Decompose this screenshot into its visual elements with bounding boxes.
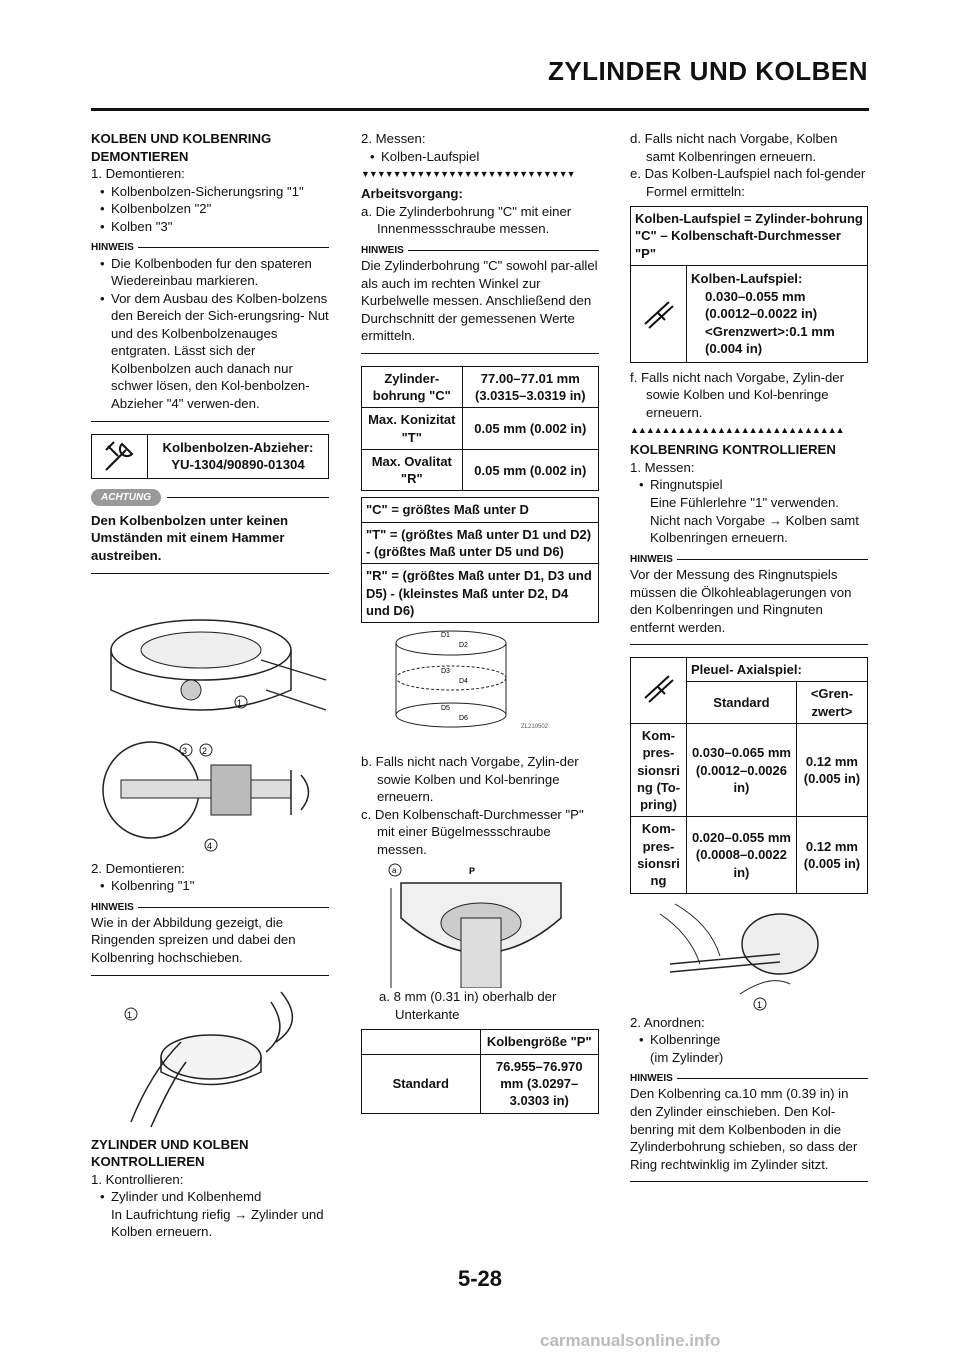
arbeitsvorgang: Arbeitsvorgang: [361, 186, 463, 202]
section-title: KOLBEN UND KOLBENRING DEMONTIEREN [91, 131, 272, 164]
note-header: HINWEIS [91, 241, 329, 254]
piston-ring-figure: 1 [124, 991, 294, 1127]
tool-name: Kolbenbolzen-Abzieher: [162, 439, 314, 455]
bullet: Kolben-Laufspiel [361, 148, 599, 166]
bullet: Kolbenring "1" [91, 877, 329, 895]
bullet: Zylinder und Kolbenhemd [91, 1188, 329, 1206]
note-bullet: Die Kolbenboden fur den spateren Wiedere… [91, 255, 329, 290]
bullet: Kolben "3" [91, 218, 329, 236]
step: 1. Kontrollieren: [91, 1171, 184, 1187]
wrench-icon [92, 434, 148, 478]
svg-text:4: 4 [207, 841, 212, 851]
svg-text:1: 1 [757, 1000, 762, 1010]
feeler-gauge-figure: 1 [659, 903, 819, 1011]
tool-box: Kolbenbolzen-Abzieher: YU-1304/90890-013… [91, 433, 329, 479]
svg-text:2: 2 [202, 746, 207, 756]
note-header: HINWEIS [630, 1072, 868, 1085]
bullet: Ringnutspiel [630, 476, 868, 494]
header-rule [91, 108, 869, 111]
bullet: Kolbenringe [630, 1031, 868, 1049]
step-c: c. Den Kolbenschaft-Durchmesser "P" mit … [361, 806, 584, 857]
svg-text:D2: D2 [459, 642, 468, 649]
column-3: d. Falls nicht nach Vorgabe, Kolben samt… [630, 130, 869, 1188]
step-b: b. Falls nicht nach Vorgabe, Zylin-der s… [361, 754, 579, 805]
step-f: f. Falls nicht nach Vorgabe, Zylin-der s… [630, 369, 845, 420]
note-bullet: Vor dem Ausbau des Kolben-bolzens den Be… [91, 290, 329, 413]
watermark: carmanualsonline.info [540, 1331, 721, 1350]
section-title: KOLBENRING KONTROLLIEREN [630, 442, 836, 458]
note-header: HINWEIS [630, 553, 868, 566]
svg-text:D3: D3 [441, 668, 450, 675]
spec-box: Kolben-Laufspiel: 0.030–0.055 mm (0.0012… [630, 266, 868, 363]
note-text: Den Kolbenring ca.10 mm (0.39 in) in den… [630, 1086, 858, 1172]
svg-text:3: 3 [182, 746, 187, 756]
step: 1. Messen: [630, 459, 695, 475]
formula-box: Kolben-Laufspiel = Zylinder-bohrung "C" … [630, 206, 868, 267]
column-2: 2. Messen: Kolben-Laufspiel ▼▼▼▼▼▼▼▼▼▼▼▼… [361, 130, 600, 1114]
bullet-text: In Laufrichtung riefig → Zylinder und Ko… [111, 1206, 324, 1240]
bullet: Kolbenbolzen-Sicherungsring "1" [91, 183, 329, 201]
step: 2. Messen: [361, 131, 426, 146]
step: 1. Demontieren: [91, 166, 185, 182]
triangles-up: ▲▲▲▲▲▲▲▲▲▲▲▲▲▲▲▲▲▲▲▲▲▲▲▲▲▲▲ [630, 425, 845, 436]
note-header: HINWEIS [361, 244, 599, 257]
micrometer-figure: a P [388, 863, 562, 989]
caliper-icon [631, 266, 687, 362]
svg-text:D6: D6 [459, 715, 468, 722]
achtung-text: Den Kolbenbolzen unter keinen Umständen … [91, 512, 289, 563]
page-number: 5-28 [457, 1266, 503, 1291]
svg-text:1: 1 [127, 1010, 132, 1020]
bullet-text: Eine Fühlerlehre "1" verwenden. Nicht na… [650, 495, 859, 546]
ring-clearance-table: Pleuel- Axialspiel: Standard<Gren-zwert>… [630, 657, 869, 894]
svg-text:ZL210502: ZL210502 [521, 724, 549, 730]
bullet: Kolbenbolzen "2" [91, 200, 329, 218]
figure-caption: a. 8 mm (0.31 in) oberhalb der Unterkant… [379, 989, 557, 1022]
svg-text:a: a [392, 866, 397, 875]
step-a: a. Die Zylinderbohrung "C" mit einer Inn… [361, 203, 572, 237]
step: 2. Anordnen: [630, 1014, 705, 1030]
piston-removal-figure: 1 3 2 4 [102, 618, 327, 852]
spec-title: Kolben-Laufspiel: [691, 271, 803, 287]
caliper-icon [630, 657, 687, 724]
step-d: d. Falls nicht nach Vorgabe, Kolben samt… [630, 131, 838, 164]
note-text: Vor der Messung des Ringnutspiels müssen… [630, 566, 852, 635]
step: 2. Demontieren: [91, 860, 185, 876]
svg-text:1: 1 [237, 698, 242, 708]
bullet-text: (im Zylinder) [650, 1049, 724, 1065]
section-title: ZYLINDER UND KOLBEN KONTROLLIEREN [91, 1136, 249, 1170]
note-header: HINWEIS [91, 901, 329, 914]
note-text: Wie in der Abbildung gezeigt, die Ringen… [91, 914, 296, 966]
svg-text:D5: D5 [441, 705, 450, 712]
tool-number: YU-1304/90890-01304 [171, 457, 305, 473]
page-title: ZYLINDER UND KOLBEN [547, 56, 868, 86]
svg-text:P: P [469, 866, 475, 876]
step-e: e. Das Kolben-Laufspiel nach fol-gender … [630, 166, 866, 199]
formula-table: "C" = größtes Maß unter D "T" = (größtes… [361, 497, 599, 624]
svg-text:D4: D4 [459, 678, 468, 685]
achtung-header: ACHTUNG [91, 488, 329, 506]
column-1: KOLBEN UND KOLBENRING DEMONTIEREN 1. Dem… [91, 130, 329, 1241]
triangles-down: ▼▼▼▼▼▼▼▼▼▼▼▼▼▼▼▼▼▼▼▼▼▼▼▼▼▼▼ [361, 169, 576, 180]
note-text: Die Zylinderbohrung "C" sowohl par-allel… [361, 258, 598, 344]
cylinder-spec-table: Zylinder-bohrung "C"77.00–77.01 mm (3.03… [361, 365, 600, 492]
svg-text:D1: D1 [441, 632, 450, 639]
